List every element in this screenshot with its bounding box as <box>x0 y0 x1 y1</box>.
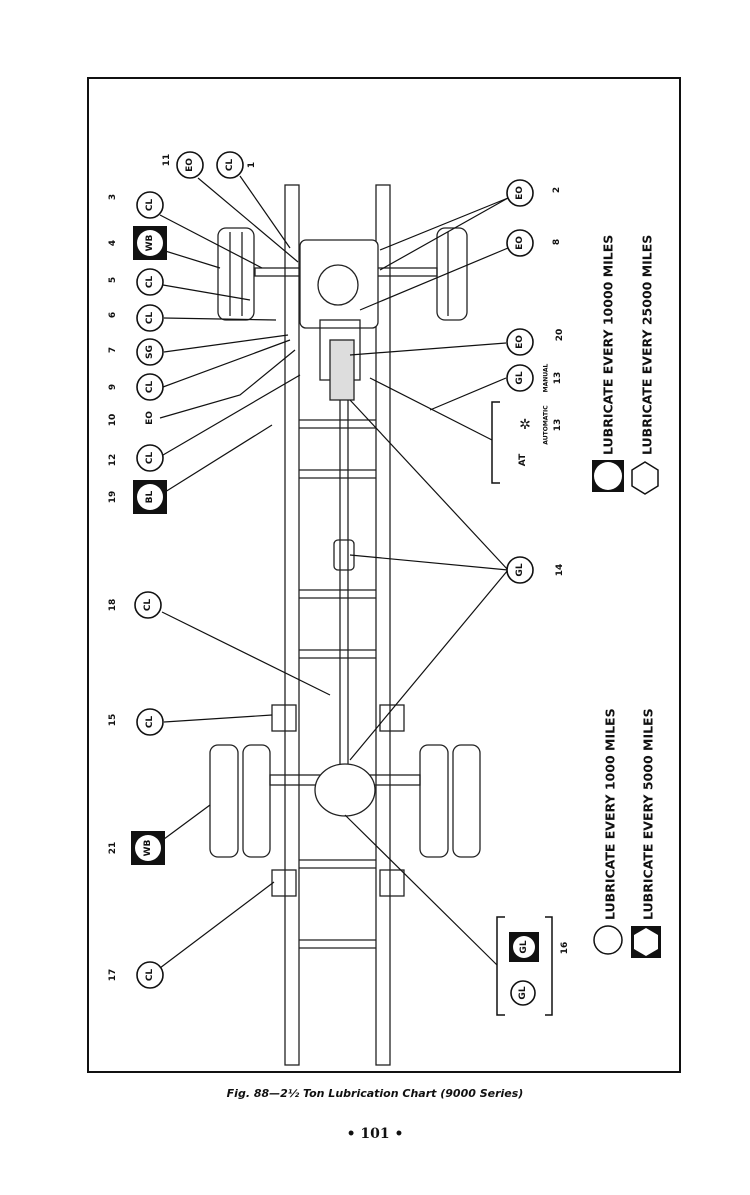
callout-9-num: 9 <box>108 384 118 390</box>
callout-6-code: CL <box>145 312 155 325</box>
callout-5-num: 5 <box>108 277 118 283</box>
callout-16-code-a: GL <box>518 986 528 999</box>
callout-5-code: CL <box>145 276 155 289</box>
callout-19-num: 19 <box>108 491 118 504</box>
callout-13-num: 13 <box>553 372 563 385</box>
callout-6-num: 6 <box>108 312 118 318</box>
callout-3-code: CL <box>145 199 155 212</box>
legend-1000-symbol <box>593 925 623 955</box>
callout-20-num: 20 <box>555 329 565 342</box>
callout-4-num: 4 <box>108 240 118 246</box>
callout-10-code: EO <box>145 411 155 425</box>
callout-10-num: 10 <box>108 414 118 427</box>
callout-18-num: 18 <box>108 599 118 612</box>
callout-2-num: 2 <box>552 187 562 193</box>
chart-border <box>87 77 681 1073</box>
callout-12-num: 12 <box>108 454 118 467</box>
bracket-13 <box>491 401 500 484</box>
callout-14-num: 14 <box>555 564 565 577</box>
callout-21-num: 21 <box>108 842 118 855</box>
callout-18-code: CL <box>143 599 153 612</box>
callout-15-num: 15 <box>108 714 118 727</box>
callout-21-code: WB <box>143 839 153 856</box>
callout-13-automatic-num: 13 <box>553 419 563 432</box>
bracket-16-left <box>496 916 505 1016</box>
callout-13-manual-label: MANUAL <box>543 363 550 392</box>
page-number: • 101 • <box>346 1126 404 1142</box>
callout-13-code: GL <box>515 371 525 384</box>
callout-17-num: 17 <box>108 969 118 982</box>
truck-chassis <box>209 184 481 1066</box>
callout-7-code: SG <box>145 345 155 359</box>
legend: LUBRICATE EVERY 10000 MILES LUBRICATE EV… <box>592 235 661 958</box>
figure-caption: Fig. 88—2½ Ton Lubrication Chart (9000 S… <box>226 1087 524 1100</box>
callout-1-code: CL <box>225 159 235 172</box>
legend-25000-symbol <box>631 461 659 495</box>
callout-markers <box>134 151 536 1006</box>
callout-16-code-b: GL <box>519 940 529 953</box>
callout-13-at: AT <box>518 453 528 466</box>
bracket-16-right <box>545 916 553 1016</box>
legend-25000-label: LUBRICATE EVERY 25000 MILES <box>640 235 655 455</box>
callout-9-code: CL <box>145 381 155 394</box>
callout-12-code: CL <box>145 452 155 465</box>
legend-5000-label: LUBRICATE EVERY 5000 MILES <box>641 708 656 920</box>
callout-17-code: CL <box>145 969 155 982</box>
callout-20-code: EO <box>515 335 525 349</box>
legend-10000-label: LUBRICATE EVERY 10000 MILES <box>601 235 616 455</box>
asterisk-icon: ✲ <box>519 417 531 433</box>
callout-2-code: EO <box>515 186 525 200</box>
callout-1-num: 1 <box>247 162 257 168</box>
callout-14-code: GL <box>515 563 525 576</box>
callout-19-code: BL <box>145 490 155 503</box>
callout-7-num: 7 <box>108 347 118 353</box>
callout-8-num: 8 <box>552 239 562 245</box>
callout-16-num: 16 <box>560 942 570 955</box>
callout-11-code: EO <box>185 158 195 172</box>
leader-lines <box>159 175 509 969</box>
legend-1000-label: LUBRICATE EVERY 1000 MILES <box>603 708 618 920</box>
callout-13-automatic-label: AUTOMATIC <box>543 405 550 445</box>
callout-11-num: 11 <box>162 154 172 167</box>
callout-3-num: 3 <box>108 194 118 200</box>
callout-8-code: EO <box>515 236 525 250</box>
callout-square-markers <box>131 226 539 962</box>
callout-15-code: CL <box>145 716 155 729</box>
callout-4-code: WB <box>145 234 155 251</box>
